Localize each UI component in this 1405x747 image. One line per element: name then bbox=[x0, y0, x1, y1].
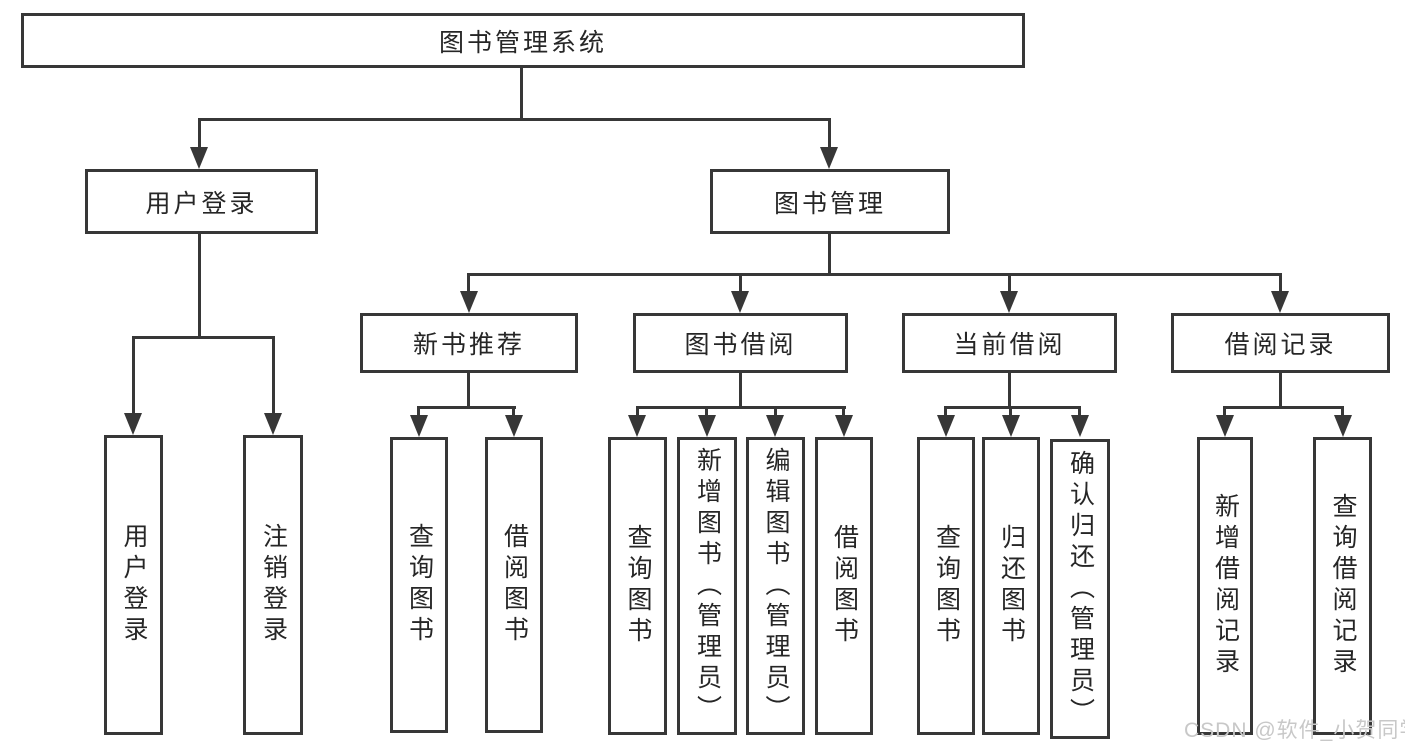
leaf-confirm-return-admin: 确认归还（管理员） bbox=[1050, 439, 1110, 739]
node-label: 查询图书 bbox=[624, 524, 652, 648]
connector-vline bbox=[1008, 373, 1011, 409]
node-current-borrowing: 当前借阅 bbox=[902, 313, 1117, 373]
connector-vline bbox=[1223, 406, 1226, 418]
connector-vline bbox=[944, 406, 947, 418]
connector-vline bbox=[1341, 406, 1344, 418]
connector-vline bbox=[467, 373, 470, 409]
arrow-down-icon bbox=[505, 415, 523, 437]
node-label: 新增借阅记录 bbox=[1211, 493, 1240, 679]
leaf-add-borrow-record: 新增借阅记录 bbox=[1197, 437, 1253, 735]
connector-hline bbox=[636, 406, 846, 409]
node-label: 图书借阅 bbox=[684, 331, 797, 359]
leaf-return-books: 归还图书 bbox=[982, 437, 1040, 735]
connector-vline bbox=[520, 66, 523, 120]
leaf-borrow-books-newrec: 借阅图书 bbox=[485, 437, 543, 733]
node-label: 用户登录 bbox=[145, 189, 258, 218]
connector-hline bbox=[417, 406, 516, 409]
node-borrowing-records: 借阅记录 bbox=[1171, 313, 1390, 373]
arrow-down-icon bbox=[1271, 291, 1289, 313]
connector-hline bbox=[132, 336, 275, 339]
arrow-down-icon bbox=[766, 415, 784, 437]
node-label: 借阅记录 bbox=[1224, 331, 1337, 359]
node-label: 借阅图书 bbox=[500, 523, 529, 647]
csdn-watermark: CSDN @软件_小贺同学 bbox=[1184, 719, 1405, 742]
node-label: 注销登录 bbox=[259, 523, 288, 647]
arrow-down-icon bbox=[820, 147, 838, 169]
arrow-down-icon bbox=[628, 415, 646, 437]
node-label: 查询借阅记录 bbox=[1329, 493, 1357, 679]
leaf-query-books-borrow: 查询图书 bbox=[608, 437, 667, 735]
connector-vline bbox=[705, 406, 708, 418]
connector-vline bbox=[842, 406, 845, 418]
node-label: 确认归还（管理员） bbox=[1066, 449, 1095, 729]
node-label: 用户登录 bbox=[120, 523, 148, 647]
arrow-down-icon bbox=[460, 291, 478, 313]
connector-vline bbox=[1279, 273, 1282, 293]
connector-vline bbox=[739, 273, 742, 293]
node-label: 编辑图书（管理员） bbox=[762, 446, 790, 726]
leaf-query-borrow-record: 查询借阅记录 bbox=[1313, 437, 1372, 735]
leaf-borrow-books: 借阅图书 bbox=[815, 437, 873, 735]
connector-vline bbox=[774, 406, 777, 418]
node-book-borrowing: 图书借阅 bbox=[633, 313, 848, 373]
arrow-down-icon bbox=[1216, 415, 1234, 437]
node-user-login: 用户登录 bbox=[85, 169, 318, 234]
leaf-add-books-admin: 新增图书（管理员） bbox=[677, 437, 737, 735]
node-label: 当前借阅 bbox=[953, 331, 1066, 359]
leaf-query-books-current: 查询图书 bbox=[917, 437, 975, 735]
connector-vline bbox=[417, 406, 420, 418]
node-label: 新书推荐 bbox=[412, 331, 525, 359]
node-label: 查询图书 bbox=[932, 524, 961, 648]
arrow-down-icon bbox=[1002, 415, 1020, 437]
connector-vline bbox=[1279, 373, 1282, 409]
arrow-down-icon bbox=[835, 415, 853, 437]
leaf-query-books-newrec: 查询图书 bbox=[390, 437, 448, 733]
node-label: 借阅图书 bbox=[830, 524, 859, 648]
arrow-down-icon bbox=[124, 413, 142, 435]
connector-vline bbox=[1009, 406, 1012, 418]
arrow-down-icon bbox=[190, 147, 208, 169]
connector-hline bbox=[1223, 406, 1344, 409]
connector-vline bbox=[1008, 273, 1011, 293]
connector-vline bbox=[828, 234, 831, 276]
node-label: 图书管理系统 bbox=[438, 28, 607, 57]
connector-hline bbox=[467, 273, 1282, 276]
node-label: 查询图书 bbox=[405, 523, 434, 647]
node-new-book-recommendation: 新书推荐 bbox=[360, 313, 578, 373]
arrow-down-icon bbox=[1334, 415, 1352, 437]
arrow-down-icon bbox=[937, 415, 955, 437]
leaf-edit-books-admin: 编辑图书（管理员） bbox=[746, 437, 805, 735]
node-label: 新增图书（管理员） bbox=[693, 446, 722, 726]
connector-vline bbox=[132, 336, 135, 415]
arrow-down-icon bbox=[410, 415, 428, 437]
connector-vline bbox=[512, 406, 515, 418]
connector-vline bbox=[198, 118, 201, 150]
leaf-user-login: 用户登录 bbox=[104, 435, 163, 735]
arrow-down-icon bbox=[1000, 291, 1018, 313]
arrow-down-icon bbox=[1071, 415, 1089, 437]
connector-vline bbox=[636, 406, 639, 418]
connector-hline bbox=[944, 406, 1081, 409]
connector-vline bbox=[828, 118, 831, 150]
node-label: 图书管理 bbox=[773, 189, 886, 218]
leaf-logout: 注销登录 bbox=[243, 435, 303, 735]
node-label: 归还图书 bbox=[997, 524, 1026, 648]
connector-vline bbox=[467, 273, 470, 293]
arrow-down-icon bbox=[698, 415, 716, 437]
connector-vline bbox=[272, 336, 275, 415]
connector-hline bbox=[198, 118, 831, 121]
node-book-management: 图书管理 bbox=[710, 169, 950, 234]
connector-vline bbox=[198, 234, 201, 339]
connector-vline bbox=[1078, 406, 1081, 418]
arrow-down-icon bbox=[264, 413, 282, 435]
connector-vline bbox=[739, 373, 742, 409]
arrow-down-icon bbox=[731, 291, 749, 313]
node-library-system: 图书管理系统 bbox=[21, 13, 1025, 68]
